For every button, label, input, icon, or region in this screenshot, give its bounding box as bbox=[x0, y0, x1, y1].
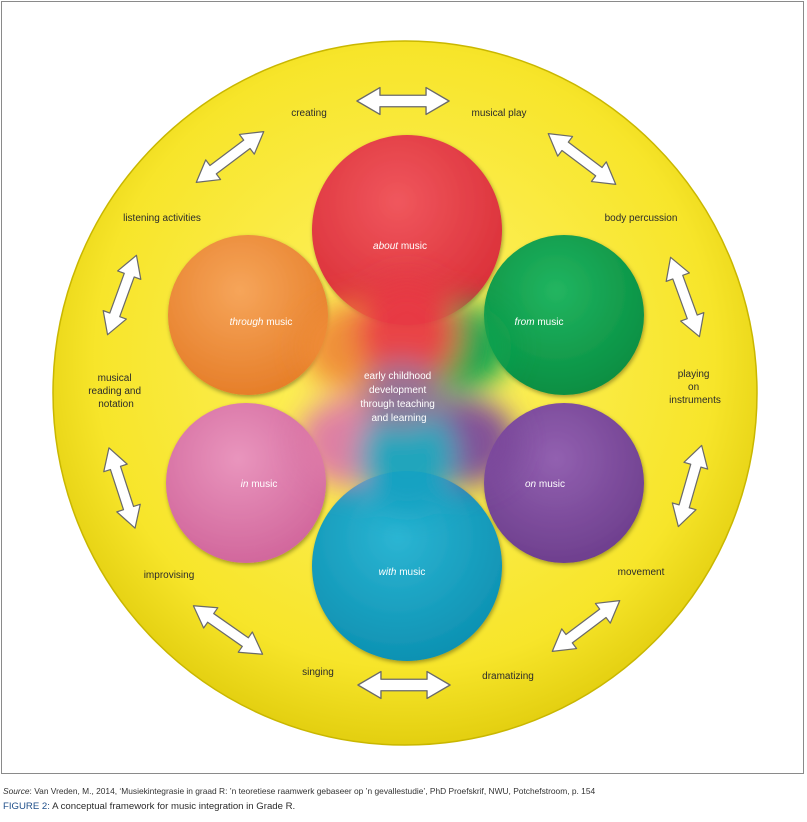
petal-with-music bbox=[312, 471, 502, 661]
activity-movement: movement bbox=[618, 567, 665, 578]
source-note: Source: Van Vreden, M., 2014, ‘Musiekint… bbox=[3, 786, 803, 796]
framework-diagram: about music from music on music with mus… bbox=[52, 40, 758, 746]
petal-about-music bbox=[312, 135, 502, 325]
label-about-music: about music bbox=[373, 241, 427, 252]
figure-caption-text: A conceptual framework for music integra… bbox=[52, 801, 296, 812]
source-prefix: Source bbox=[3, 786, 30, 796]
activity-singing: singing bbox=[302, 667, 334, 678]
label-on-music: on music bbox=[525, 479, 565, 490]
label-through-music: through music bbox=[230, 317, 293, 328]
activity-listening-activities: listening activities bbox=[123, 213, 201, 224]
figure-frame: about music from music on music with mus… bbox=[1, 1, 804, 774]
figure-caption: FIGURE 2: A conceptual framework for mus… bbox=[3, 801, 295, 812]
activity-creating: creating bbox=[291, 108, 327, 119]
source-text: : Van Vreden, M., 2014, ‘Musiekintegrasi… bbox=[29, 786, 596, 796]
petal-in-music bbox=[166, 403, 326, 563]
petal-through-music bbox=[168, 235, 328, 395]
petal-from-music bbox=[484, 235, 644, 395]
activity-musical-reading-notation: musical reading and notation bbox=[88, 373, 144, 410]
center-blend bbox=[297, 277, 517, 512]
activity-musical-play: musical play bbox=[471, 108, 526, 119]
activity-playing-on-instruments: playing on instruments bbox=[669, 369, 721, 406]
petal-group bbox=[166, 135, 644, 661]
label-in-music: in music bbox=[241, 479, 278, 490]
activity-dramatizing: dramatizing bbox=[482, 671, 534, 682]
label-from-music: from music bbox=[515, 317, 564, 328]
label-with-music: with music bbox=[379, 567, 426, 578]
figure-label: FIGURE 2: bbox=[3, 801, 50, 812]
activity-improvising: improvising bbox=[144, 570, 195, 581]
petal-on-music bbox=[484, 403, 644, 563]
center-label: early childhood development through teac… bbox=[360, 371, 437, 424]
activity-body-percussion: body percussion bbox=[605, 213, 678, 224]
